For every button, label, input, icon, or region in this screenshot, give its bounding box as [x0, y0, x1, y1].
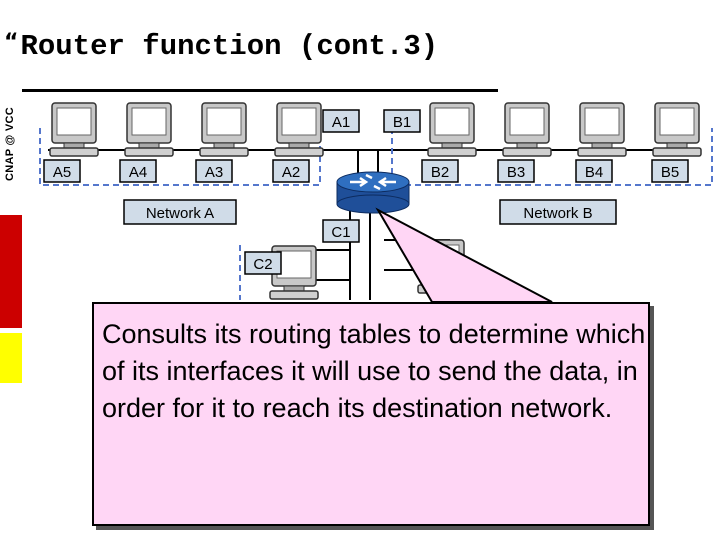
svg-text:B1: B1: [393, 114, 411, 131]
computer-icon: [577, 102, 627, 157]
host-label: B3: [497, 159, 535, 183]
svg-text:Network A: Network A: [146, 205, 214, 222]
computer-icon: [199, 102, 249, 157]
title-text: Router function (cont.3): [20, 30, 439, 63]
svg-text:A3: A3: [205, 164, 223, 181]
side-bar-red: [0, 215, 22, 328]
host-label: C1: [322, 219, 360, 243]
host-label: A1: [322, 109, 360, 133]
network-b-bracket: [391, 128, 713, 186]
svg-text:B5: B5: [661, 164, 679, 181]
slide-title: “Router function (cont.3): [4, 30, 438, 63]
svg-text:A1: A1: [332, 114, 350, 131]
host-label: B1: [383, 109, 421, 133]
svg-text:A4: A4: [129, 164, 147, 181]
svg-text:B3: B3: [507, 164, 525, 181]
host-label: A5: [43, 159, 81, 183]
host-label: C2: [244, 251, 282, 275]
svg-text:B2: B2: [431, 164, 449, 181]
svg-text:A5: A5: [53, 164, 71, 181]
host-label: A3: [195, 159, 233, 183]
computer-icon: [652, 102, 702, 157]
host-label: B2: [421, 159, 459, 183]
svg-text:B4: B4: [585, 164, 603, 181]
title-bullet: “: [4, 30, 19, 55]
svg-text:C1: C1: [331, 224, 350, 241]
side-bar-white: [0, 0, 22, 215]
side-bar-yellow: [0, 333, 22, 383]
network-a-label: Network A: [123, 199, 237, 225]
network-b-label: Network B: [499, 199, 617, 225]
callout-box: [92, 302, 650, 526]
svg-text:C2: C2: [253, 256, 272, 273]
host-label: B5: [651, 159, 689, 183]
host-label: A2: [272, 159, 310, 183]
host-label: A4: [119, 159, 157, 183]
callout-text: Consults its routing tables to determine…: [102, 319, 646, 423]
computer-icon: [124, 102, 174, 157]
svg-text:A2: A2: [282, 164, 300, 181]
computer-icon: [427, 102, 477, 157]
title-underline: [22, 89, 498, 92]
computer-icon: [274, 102, 324, 157]
computer-icon: [502, 102, 552, 157]
side-color-bar: [0, 0, 22, 540]
router-icon: [336, 171, 410, 214]
svg-text:Network B: Network B: [523, 205, 592, 222]
computer-icon: [49, 102, 99, 157]
host-label: B4: [575, 159, 613, 183]
